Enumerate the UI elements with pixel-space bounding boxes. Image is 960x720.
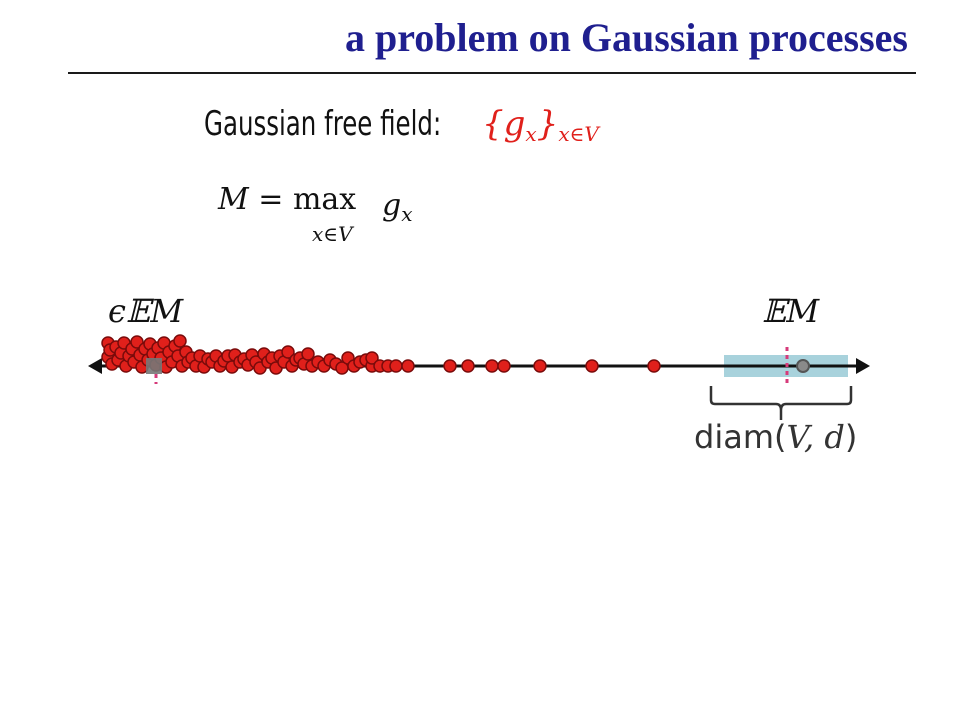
sample-dot	[533, 359, 547, 373]
set-variable: g	[503, 104, 526, 144]
max-variable-g: g	[382, 188, 402, 223]
max-variable-subscript: x	[401, 202, 413, 226]
expected-max-label: 𝔼M	[762, 292, 820, 330]
sample-dot	[301, 347, 315, 361]
sample-dots	[101, 334, 661, 375]
title-underline	[68, 72, 916, 74]
sample-dot	[585, 359, 599, 373]
sample-dot	[647, 359, 661, 373]
max-lhs: M =	[218, 182, 293, 217]
diameter-label: diam(V, d)	[694, 418, 857, 456]
slide-title: a problem on Gaussian processes	[344, 15, 908, 60]
diam-args: V, d	[786, 418, 845, 456]
set-open-brace: {	[482, 104, 504, 144]
sample-dot	[401, 359, 415, 373]
sample-dot	[281, 345, 295, 359]
diameter-brace	[709, 386, 853, 420]
sample-dot	[173, 334, 187, 348]
right-arrowhead	[856, 358, 870, 374]
epsilon-expected-max-label: ϵ𝔼M	[108, 292, 184, 330]
max-subscript: x∈V	[312, 222, 353, 246]
sample-dot	[389, 359, 403, 373]
max-variable: gx	[382, 188, 413, 226]
left-arrowhead	[88, 358, 102, 374]
sample-dot	[365, 351, 379, 365]
max-operator: max	[292, 182, 357, 217]
set-index-subscript: x∈V	[558, 122, 599, 146]
sample-dot	[497, 359, 511, 373]
diam-word: diam(	[694, 418, 787, 456]
sample-dot	[461, 359, 475, 373]
grey-dot	[796, 359, 810, 373]
gaussian-free-field-label: Gaussian free field:	[204, 104, 442, 144]
set-variable-subscript: x	[525, 122, 537, 146]
max-equation: M = max	[218, 182, 356, 217]
sample-dot	[443, 359, 457, 373]
diam-close: )	[844, 418, 858, 456]
grey-square-marker	[146, 358, 162, 374]
gff-set-notation: {gx}x∈V	[482, 104, 599, 146]
sample-dot	[485, 359, 499, 373]
set-close-brace: }	[536, 104, 559, 144]
